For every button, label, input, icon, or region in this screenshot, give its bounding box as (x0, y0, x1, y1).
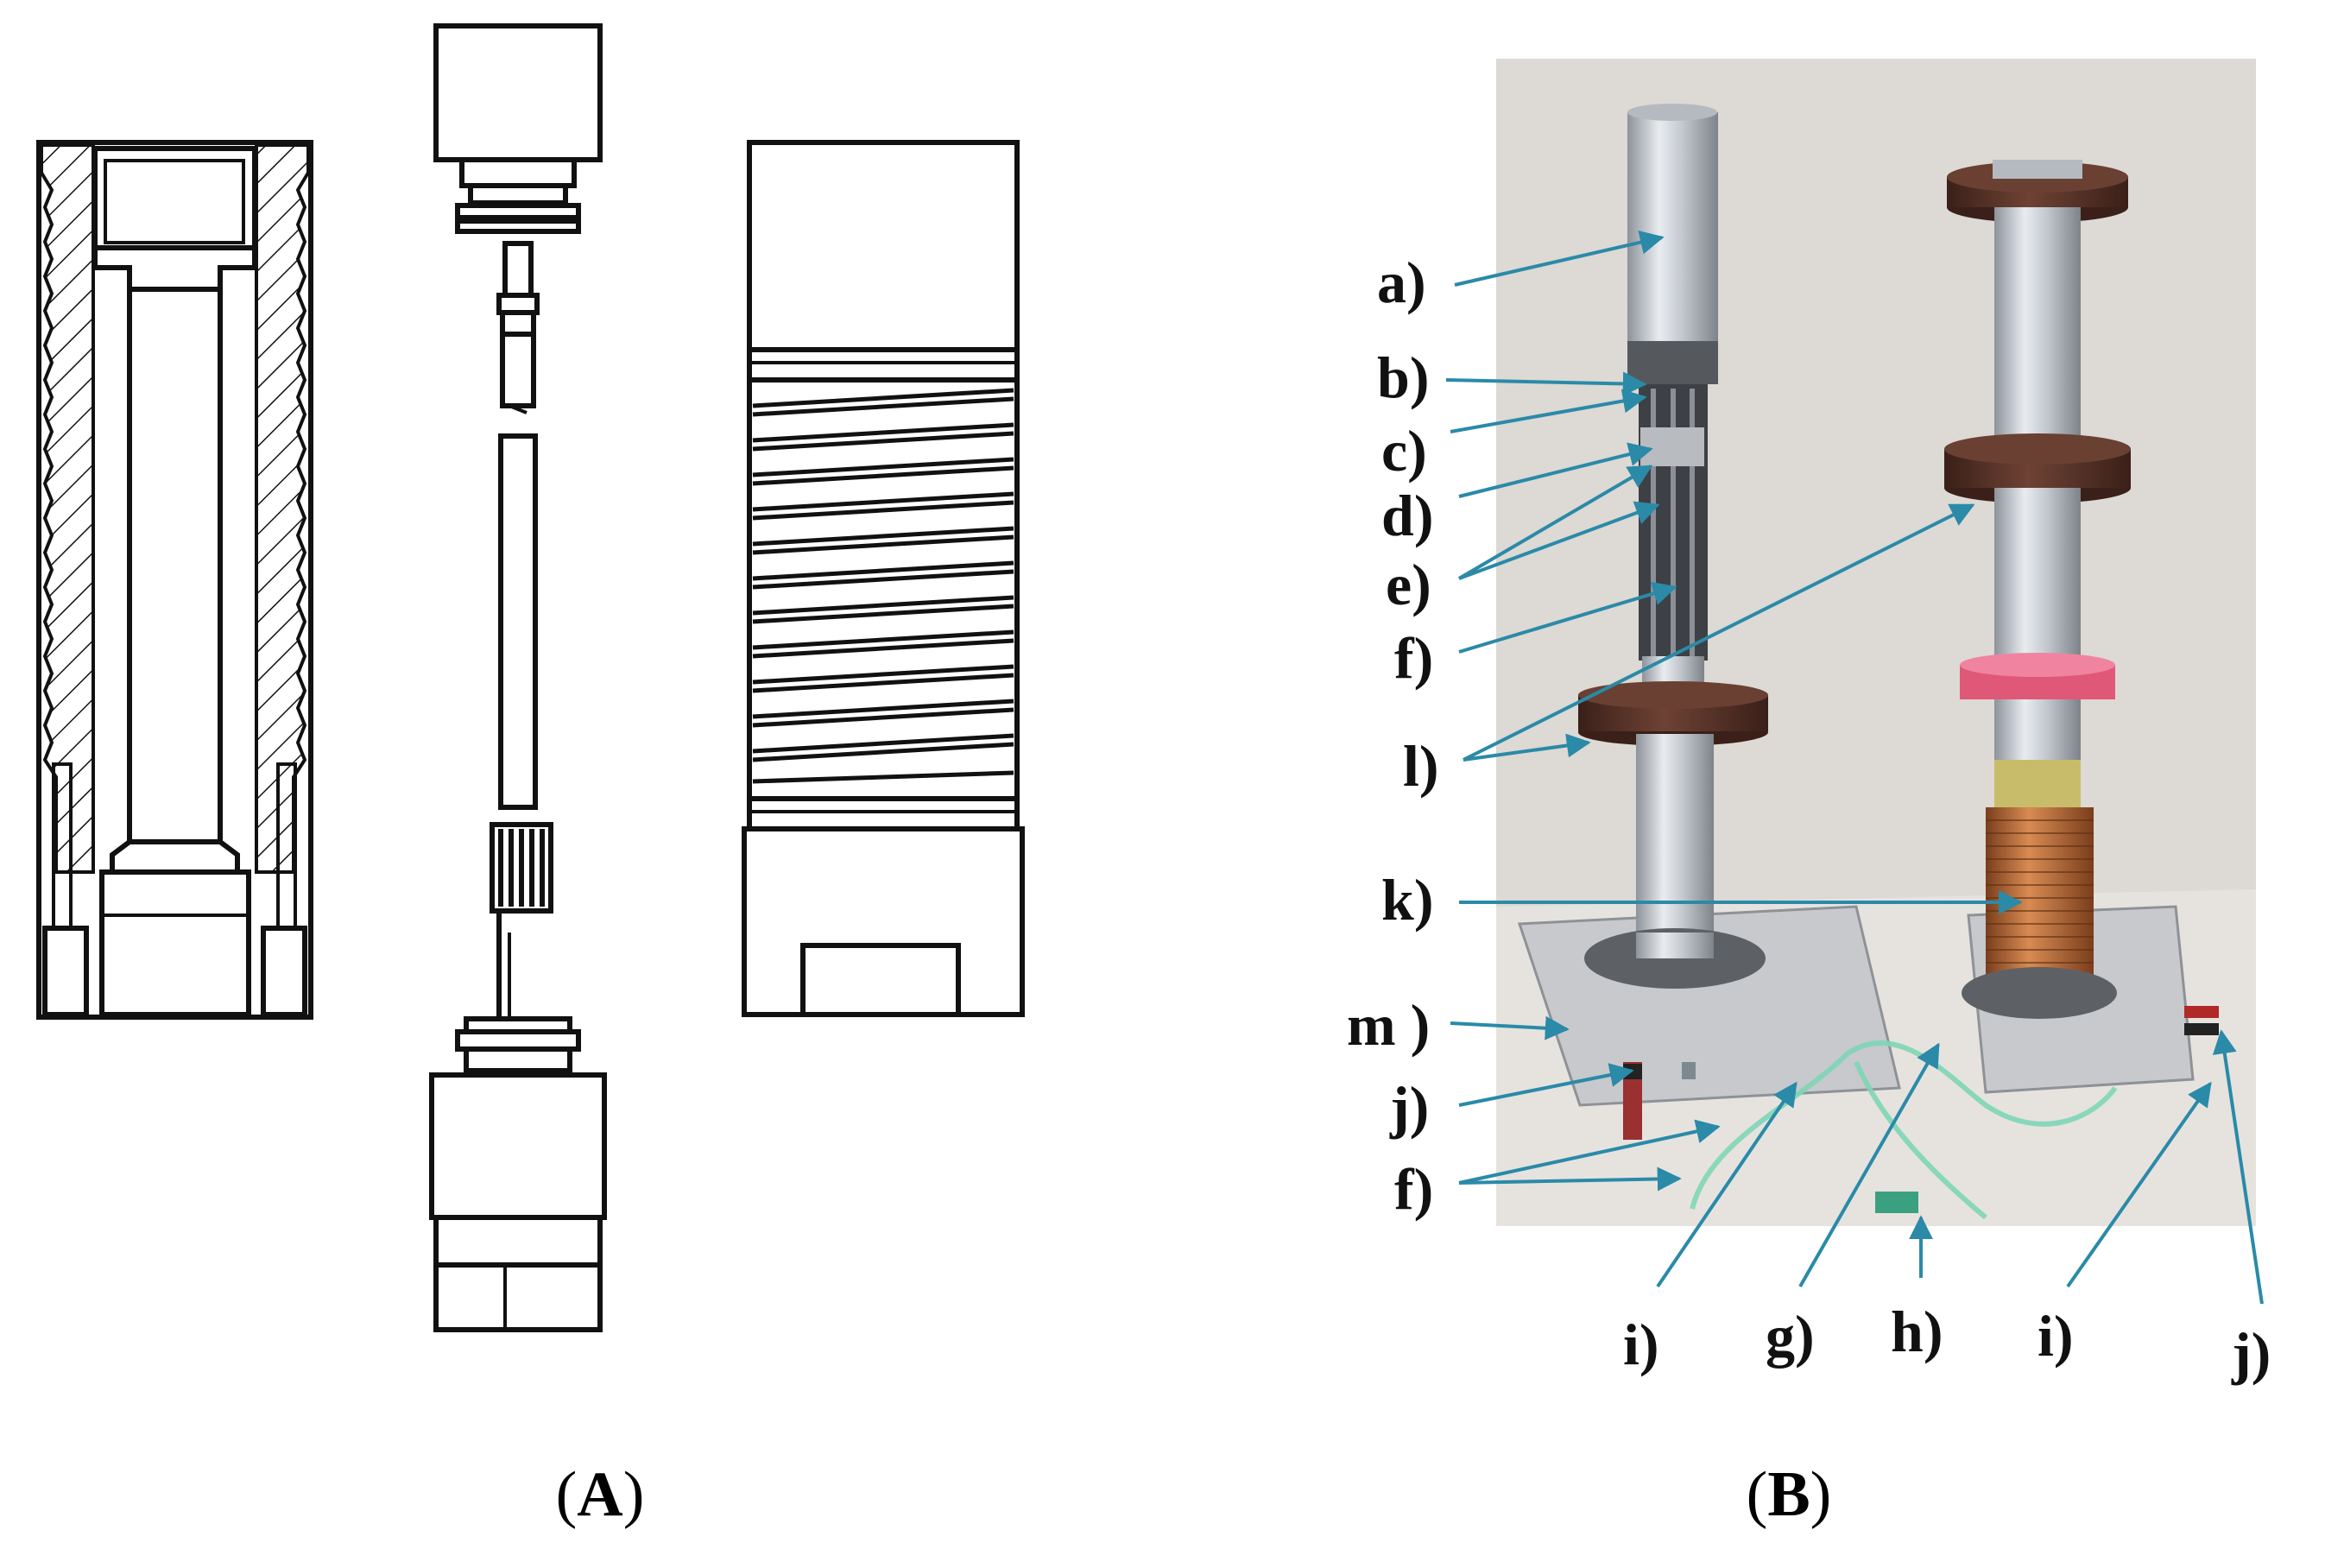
label-k: k) (1381, 867, 1433, 933)
arrow-m (1450, 1015, 1570, 1040)
caption-a: (A) (556, 1459, 645, 1530)
label-m: m ) (1347, 992, 1430, 1058)
label-i-left: i) (1623, 1312, 1659, 1377)
arrow-a (1454, 230, 1665, 287)
arrow-f1 (1458, 581, 1677, 654)
arrow-d (1457, 465, 1653, 580)
arrow-c (1458, 442, 1653, 498)
arrow-f2b (1458, 1167, 1682, 1192)
panel-b-photo (1496, 59, 2256, 1226)
arrow-b1 (1445, 371, 1647, 396)
label-f-lower: f) (1394, 1156, 1433, 1222)
label-j-right: j) (2231, 1320, 2271, 1386)
label-l: l) (1403, 733, 1439, 799)
arrow-i1 (1656, 1081, 1797, 1288)
arrow-l2 (1463, 503, 1975, 762)
panel-a-drawing (36, 23, 1025, 1332)
arrow-f2a (1458, 1119, 1721, 1185)
arrow-g (1798, 1042, 1940, 1287)
label-e: e) (1386, 552, 1431, 617)
tubing (1690, 1040, 2118, 1220)
label-a: a) (1377, 250, 1426, 315)
label-c: c) (1381, 418, 1427, 484)
arrow-j2 (2212, 1029, 2264, 1305)
labels: a) b) c) d) e) f) l) k) m ) j) f) i) g) … (1347, 250, 2271, 1386)
left-column (1578, 104, 1768, 1140)
arrow-j1 (1458, 1063, 1634, 1107)
arrow-e (1458, 501, 1660, 580)
label-f-upper: f) (1394, 625, 1433, 691)
label-i-right: i) (2038, 1303, 2074, 1369)
label-d: d) (1381, 483, 1433, 548)
arrow-b2 (1450, 389, 1647, 433)
exploded-assembly (429, 23, 607, 1332)
arrow-i2 (2066, 1081, 2212, 1288)
label-b: b) (1377, 345, 1429, 410)
arrow-l1 (1463, 733, 1591, 762)
cross-section-body (36, 140, 313, 1020)
caption-b: (B) (1747, 1459, 1832, 1530)
label-g: g) (1766, 1303, 1815, 1369)
label-arrows (1445, 230, 2264, 1305)
label-h: h) (1891, 1299, 1943, 1364)
label-j-left: j) (1389, 1074, 1429, 1140)
right-column (1944, 160, 2219, 1035)
threaded-housing (742, 140, 1025, 1017)
